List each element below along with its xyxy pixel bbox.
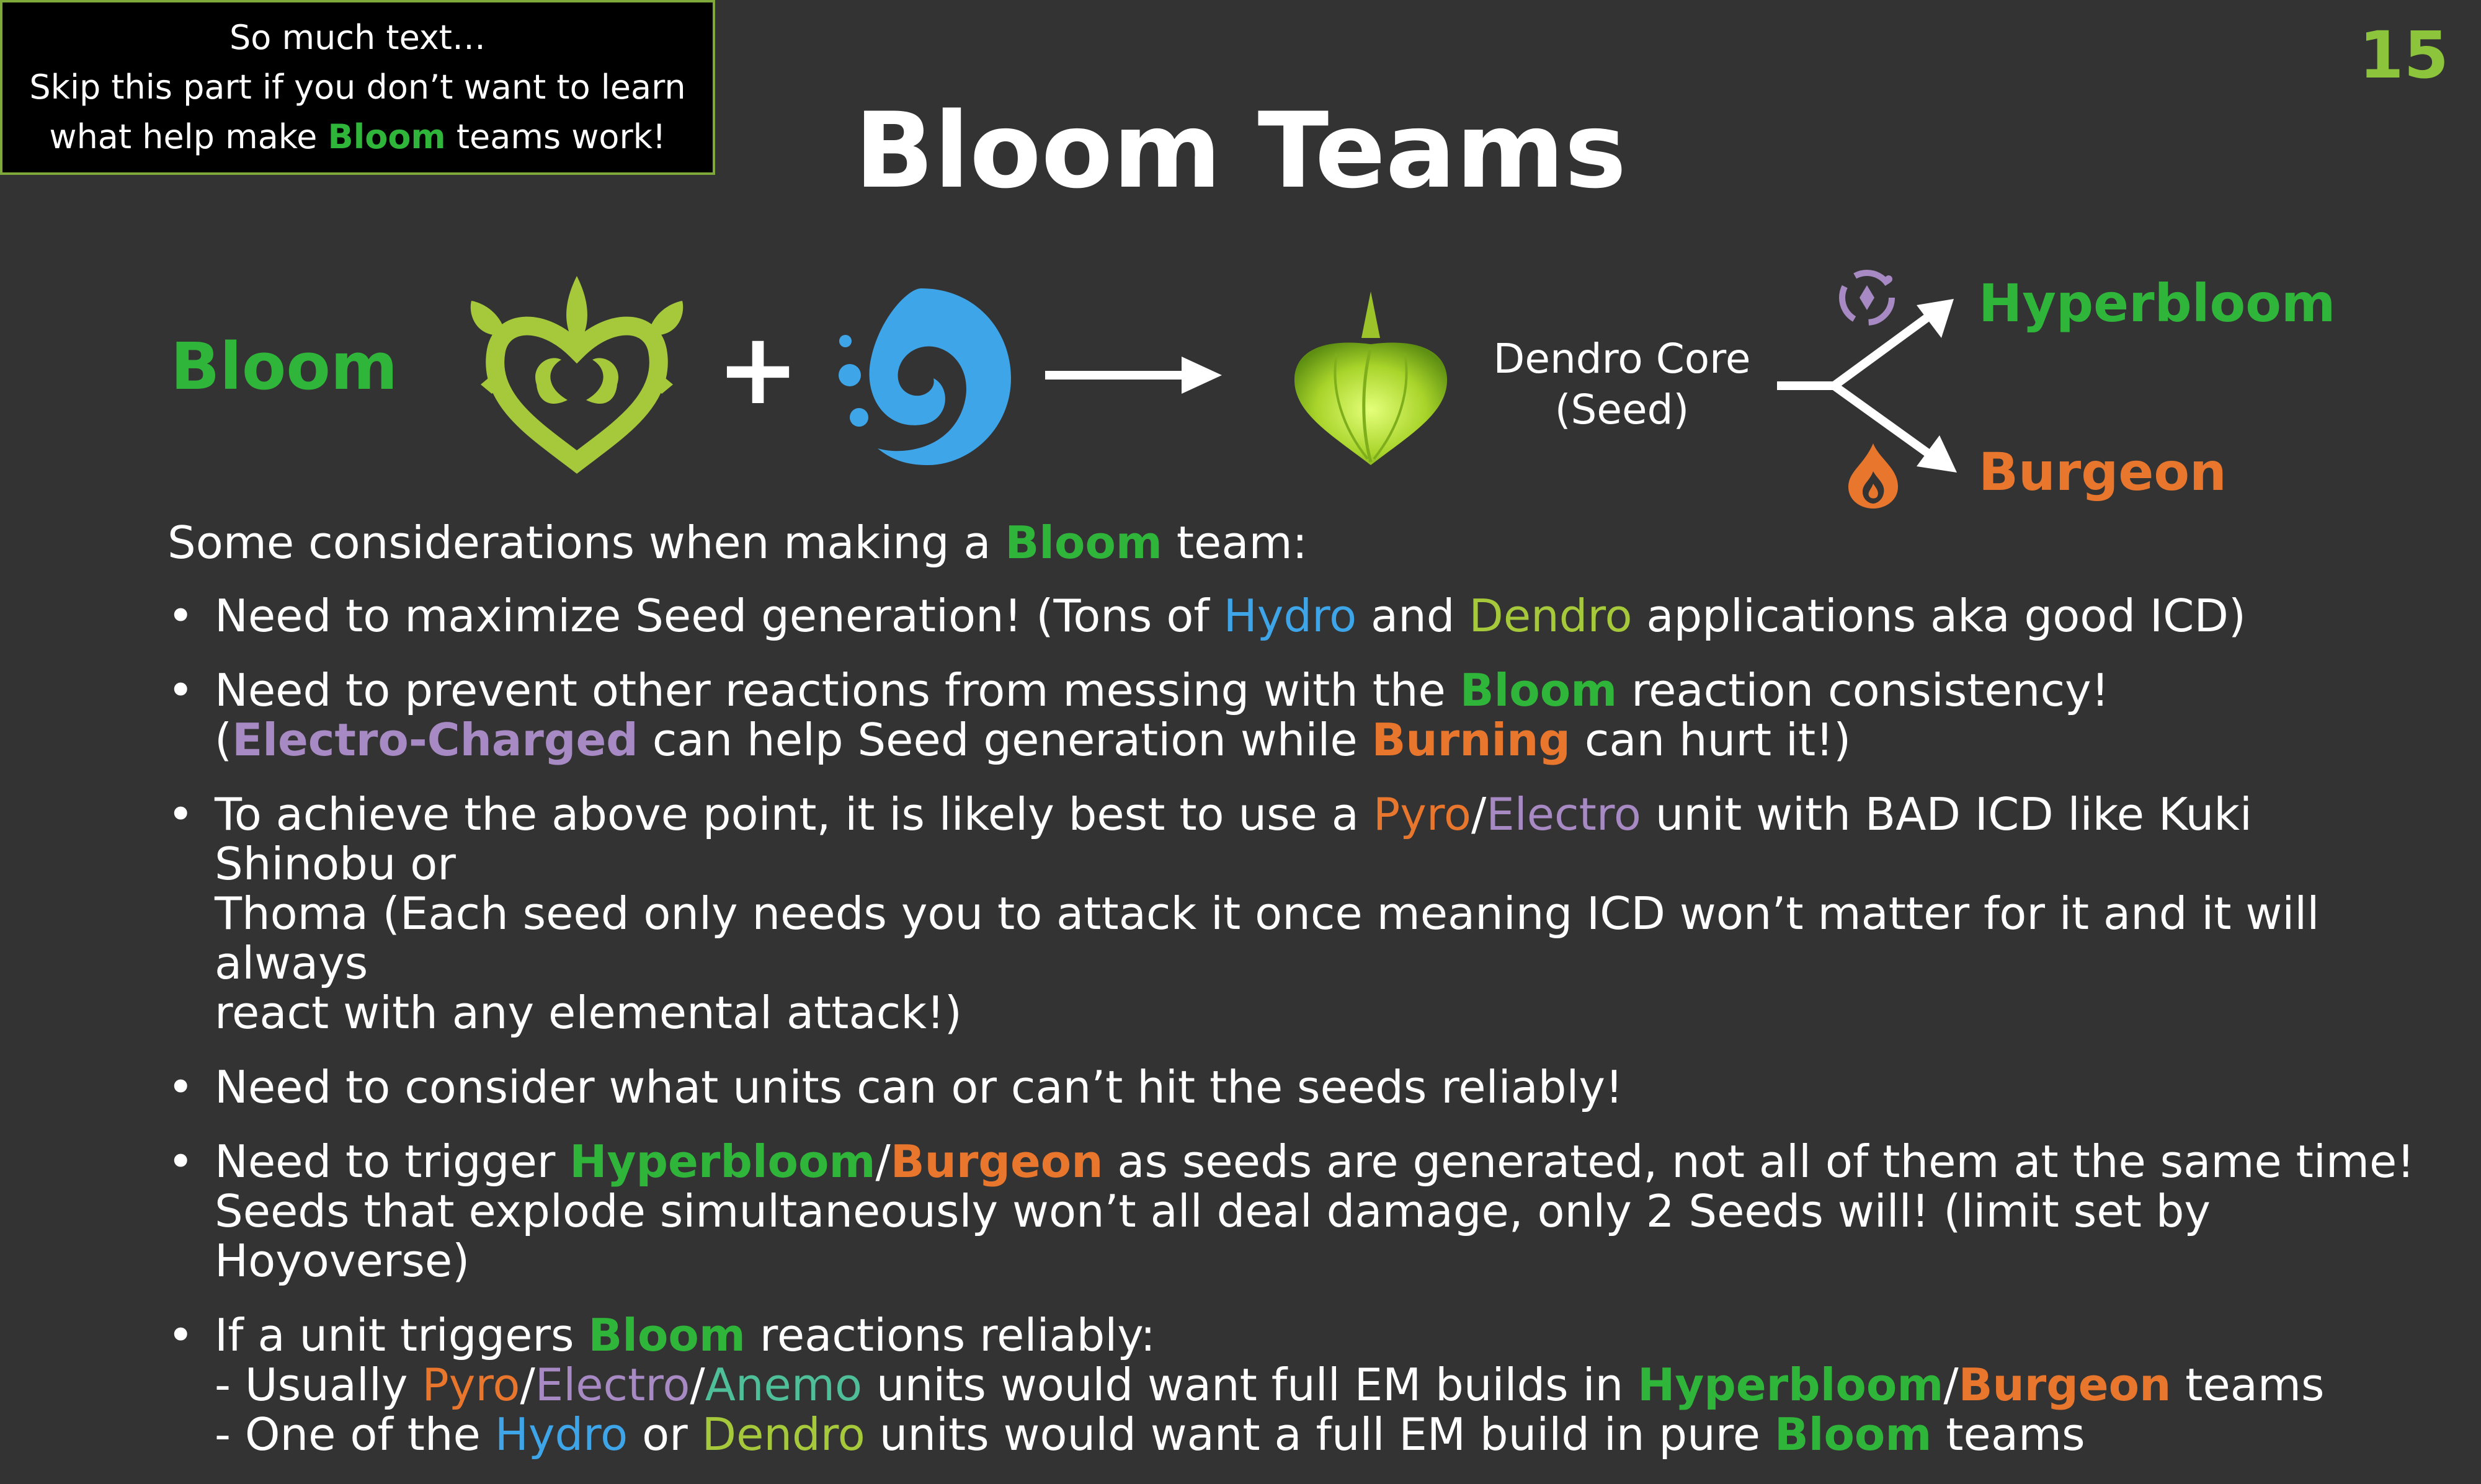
- b3-slash: /: [1471, 788, 1487, 840]
- b6-l2-slash-2: /: [690, 1359, 705, 1411]
- b6-bloom: Bloom: [588, 1309, 746, 1361]
- b6-pre: If a unit triggers: [215, 1309, 589, 1361]
- b5-post: as seeds are generated, not all of them …: [1103, 1135, 2415, 1188]
- page-title: Bloom Teams: [854, 90, 1627, 211]
- note-box: So much text… Skip this part if you don’…: [0, 0, 715, 175]
- note-line-2: Skip this part if you don’t want to lear…: [29, 68, 686, 107]
- b1-dendro: Dendro: [1469, 590, 1632, 642]
- b6-l2-post: teams: [2171, 1359, 2325, 1411]
- b2-line-1: Need to prevent other reactions from mes…: [215, 665, 2425, 715]
- b2-electro-charged: Electro-Charged: [232, 714, 638, 766]
- hydro-icon: [839, 288, 1011, 465]
- b2-line-2: (Electro-Charged can help Seed generatio…: [215, 715, 2425, 765]
- intro-post: team:: [1162, 517, 1307, 569]
- b6-post: reactions reliably:: [745, 1309, 1156, 1361]
- b6-l3-mid: units would want a full EM build in pure: [865, 1408, 1775, 1460]
- b2-mid: reaction consistency!: [1617, 664, 2109, 716]
- note-line-3: what help make Bloom teams work!: [49, 112, 666, 162]
- b5-burgeon: Burgeon: [890, 1135, 1103, 1188]
- b1-hydro: Hydro: [1223, 590, 1357, 642]
- dendro-core-label: Dendro Core (Seed): [1489, 334, 1755, 435]
- list-item-em-builds: If a unit triggers Bloom reactions relia…: [167, 1310, 2425, 1459]
- b5-line-2: Seeds that explode simultaneously won’t …: [215, 1185, 2211, 1287]
- list-item-hit-seeds: Need to consider what units can or can’t…: [167, 1062, 2425, 1112]
- b5-pre: Need to trigger: [215, 1135, 570, 1188]
- b1-pre: Need to maximize Seed generation! (Tons …: [215, 590, 1224, 642]
- b6-l2-burgeon: Burgeon: [1958, 1359, 2171, 1411]
- b5-line-1: Need to trigger Hyperbloom/Burgeon as se…: [215, 1137, 2425, 1186]
- bloom-label: Bloom: [171, 329, 398, 404]
- b6-l3-bloom: Bloom: [1774, 1408, 1932, 1460]
- dendro-core-line-2: (Seed): [1554, 386, 1690, 433]
- b5-hyperbloom: Hyperbloom: [569, 1135, 876, 1188]
- page-number: 15: [2359, 17, 2449, 93]
- dendro-icon: [470, 276, 684, 474]
- electro-icon: [1839, 270, 1895, 326]
- dendro-core-line-1: Dendro Core: [1493, 335, 1751, 383]
- b2-mid2: can help Seed generation while: [638, 714, 1372, 766]
- b6-l2-slash-1: /: [520, 1359, 535, 1411]
- b2-pre: Need to prevent other reactions from mes…: [215, 664, 1460, 716]
- b6-line-3: - One of the Hydro or Dendro units would…: [215, 1410, 2425, 1459]
- b3-electro: Electro: [1486, 788, 1641, 840]
- b2-bloom: Bloom: [1459, 664, 1618, 716]
- pyro-icon: [1848, 443, 1898, 509]
- note-line-3-pre: what help make: [49, 117, 328, 156]
- b6-l3-pre: - One of the: [215, 1408, 495, 1460]
- b6-l3-dendro: Dendro: [702, 1408, 865, 1460]
- b2-burning: Burning: [1371, 714, 1570, 766]
- b3-line1-post: unit with BAD ICD like Kuki Shinobu or: [215, 788, 2252, 890]
- list-item-seed-generation: Need to maximize Seed generation! (Tons …: [167, 591, 2425, 641]
- arrow-right-icon: [1045, 357, 1222, 394]
- b1-post: applications aka good ICD): [1632, 590, 2246, 642]
- dendro-core-icon: [1294, 291, 1448, 465]
- note-bloom-highlight: Bloom: [327, 117, 446, 156]
- b3-line-3: react with any elemental attack!): [215, 987, 962, 1039]
- b1-and: and: [1356, 590, 1469, 642]
- b3-line-1: To achieve the above point, it is likely…: [215, 789, 2425, 889]
- b6-l2-mid: units would want full EM builds in: [862, 1359, 1638, 1411]
- note-line-3-post: teams work!: [445, 117, 666, 156]
- b6-l2-slash-3: /: [1943, 1359, 1959, 1411]
- b3-pre: To achieve the above point, it is likely…: [215, 788, 1373, 840]
- intro-pre: Some considerations when making a: [167, 517, 1005, 569]
- burgeon-label: Burgeon: [1979, 442, 2227, 502]
- list-item-trigger-timing: Need to trigger Hyperbloom/Burgeon as se…: [167, 1137, 2425, 1286]
- hyperbloom-label: Hyperbloom: [1979, 273, 2336, 334]
- b6-l2-pyro: Pyro: [422, 1359, 520, 1411]
- b5-slash: /: [875, 1135, 891, 1188]
- b6-l2-anemo: Anemo: [705, 1359, 863, 1411]
- intro-bloom: Bloom: [1005, 517, 1162, 569]
- b3-line-2: Thoma (Each seed only needs you to attac…: [215, 887, 2320, 989]
- considerations-section: Some considerations when making a Bloom …: [167, 518, 2425, 1484]
- b6-l3-hydro: Hydro: [494, 1408, 628, 1460]
- considerations-list: Need to maximize Seed generation! (Tons …: [167, 591, 2425, 1459]
- plus-sign: +: [716, 311, 800, 427]
- intro-line: Some considerations when making a Bloom …: [167, 518, 2425, 567]
- b3-pyro: Pyro: [1373, 788, 1471, 840]
- b6-l2-hyperbloom: Hyperbloom: [1637, 1359, 1944, 1411]
- list-item-prevent-reactions: Need to prevent other reactions from mes…: [167, 665, 2425, 765]
- note-line-1: So much text…: [229, 18, 486, 57]
- b6-l3-post: teams: [1931, 1408, 2085, 1460]
- b6-line-2: - Usually Pyro/Electro/Anemo units would…: [215, 1360, 2425, 1410]
- branch-arrow-icon: [1777, 299, 1957, 473]
- b2-post: can hurt it!): [1570, 714, 1851, 766]
- b6-l2-pre: - Usually: [215, 1359, 422, 1411]
- list-item-bad-icd-unit: To achieve the above point, it is likely…: [167, 789, 2425, 1037]
- b6-l2-electro: Electro: [535, 1359, 690, 1411]
- b6-line-1: If a unit triggers Bloom reactions relia…: [215, 1310, 2425, 1360]
- b2-open: (: [215, 714, 233, 766]
- b6-l3-or: or: [628, 1408, 702, 1460]
